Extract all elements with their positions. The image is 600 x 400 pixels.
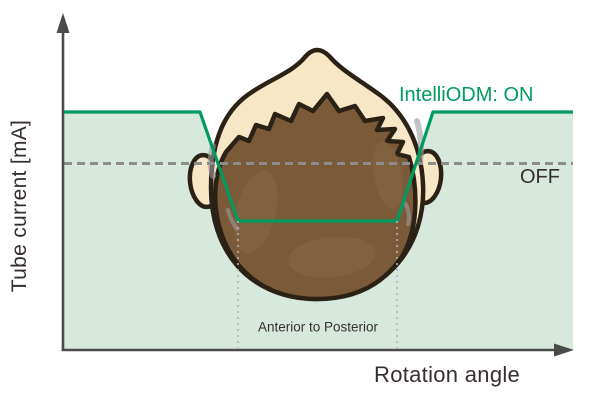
shadow-mark — [226, 208, 239, 231]
hair-highlight — [234, 170, 278, 254]
on-series-label: IntelliODM: ON — [399, 84, 534, 106]
y-axis-label: Tube current [mA] — [8, 119, 31, 293]
range-label: Anterior to Posterior — [257, 319, 379, 335]
hair-highlight — [373, 141, 403, 209]
hair-highlight — [288, 236, 376, 278]
shadow-mark — [403, 201, 411, 226]
x-axis-arrow-icon — [554, 343, 574, 357]
on-current-line — [64, 110, 573, 223]
shadow-mark — [414, 118, 424, 164]
off-series-label: OFF — [520, 166, 560, 188]
x-axis-label: Rotation angle — [374, 362, 521, 387]
y-axis-arrow-icon — [56, 13, 70, 33]
